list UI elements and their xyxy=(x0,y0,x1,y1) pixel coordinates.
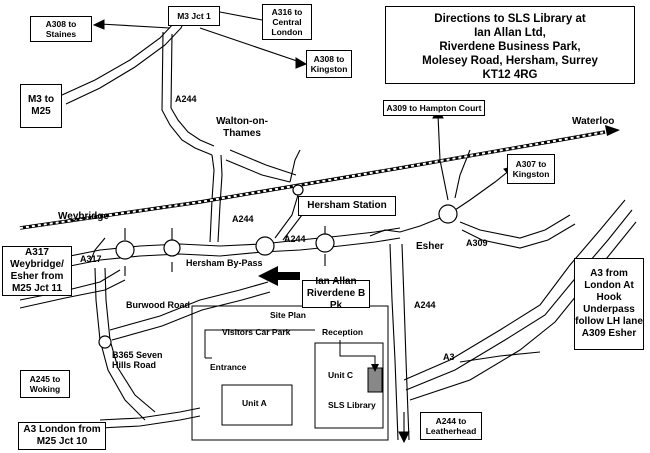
title-line-5: KT12 4RG xyxy=(482,69,538,81)
entrance-label: Entrance xyxy=(210,362,247,372)
label-a309: A309 xyxy=(466,238,488,248)
title-box: Directions to SLS Library at Ian Allan L… xyxy=(385,6,635,84)
a307-kingston-box: A307 to Kingston xyxy=(507,154,555,184)
site-plan-drawing xyxy=(191,305,389,441)
a3-road xyxy=(403,199,626,381)
a244-leatherhead-box: A244 to Leatherhead xyxy=(420,412,482,440)
a316-box: A316 to Central London xyxy=(262,4,312,40)
a309-hampton-box: A309 to Hampton Court xyxy=(383,100,485,116)
title-line-3: Riverdene Business Park, xyxy=(439,41,581,53)
roundabout-4 xyxy=(315,233,335,253)
label-a244-south: A244 xyxy=(414,300,436,310)
label-a317: A317 xyxy=(80,254,102,264)
label-b365: B365 Seven Hills Road xyxy=(112,350,163,370)
reception-label: Reception xyxy=(322,327,364,337)
a245-woking-box: A245 to Woking xyxy=(20,370,70,398)
roundabout-6 xyxy=(98,335,112,349)
a3-london-box: A3 London from M25 Jct 10 xyxy=(18,422,106,450)
a244-south-road xyxy=(389,243,399,441)
a3-hook-box: A3 from London At Hook Underpass follow … xyxy=(574,258,644,350)
a308-staines-box: A308 to Staines xyxy=(30,16,92,42)
hersham-station-box: Hersham Station xyxy=(298,196,396,216)
label-esher: Esher xyxy=(416,241,444,252)
label-waterloo: Waterloo xyxy=(572,116,615,127)
m3-m25-box: M3 to M25 xyxy=(20,84,62,128)
a244-north-road xyxy=(161,31,213,156)
sls-library-label: SLS Library xyxy=(328,400,376,410)
ian-allan-box: Ian Allan Riverdene B Pk xyxy=(302,276,370,311)
label-burwood-road: Burwood Road xyxy=(126,300,190,310)
b365-road xyxy=(94,267,146,421)
label-a244-mid: A244 xyxy=(232,214,254,224)
roundabout-5 xyxy=(438,204,458,224)
roundabout-1 xyxy=(115,240,135,260)
visitors-car-park-label: Visitors Car Park xyxy=(222,327,291,337)
unit-c-label: Unit C xyxy=(328,370,354,380)
label-a244-north: A244 xyxy=(175,94,197,104)
unit-a-label: Unit A xyxy=(242,398,267,408)
ian-allan-arrow xyxy=(258,266,300,286)
site-plan-title: Site Plan xyxy=(270,310,306,320)
title-line-1: Directions to SLS Library at xyxy=(434,13,586,25)
a244-main-road xyxy=(19,227,401,263)
label-a244-east: A244 xyxy=(284,234,306,244)
a317-box: A317 Weybridge/ Esher from M25 Jct 11 xyxy=(2,246,72,296)
railway xyxy=(19,130,606,230)
title-line-2: Ian Allan Ltd, xyxy=(474,27,546,39)
station-marker xyxy=(292,184,304,196)
title-line-4: Molesey Road, Hersham, Surrey xyxy=(422,55,598,67)
label-a3: A3 xyxy=(443,352,455,362)
roundabout-3 xyxy=(255,236,275,256)
label-hersham-bypass: Hersham By-Pass xyxy=(186,258,263,268)
label-walton: Walton-on- Thames xyxy=(216,116,268,139)
label-weybridge: Weybridge xyxy=(58,211,109,222)
m3-jct1-box: M3 Jct 1 xyxy=(168,6,220,26)
roundabout-2 xyxy=(163,239,181,257)
a308-kingston-box: A308 to Kingston xyxy=(306,50,352,78)
